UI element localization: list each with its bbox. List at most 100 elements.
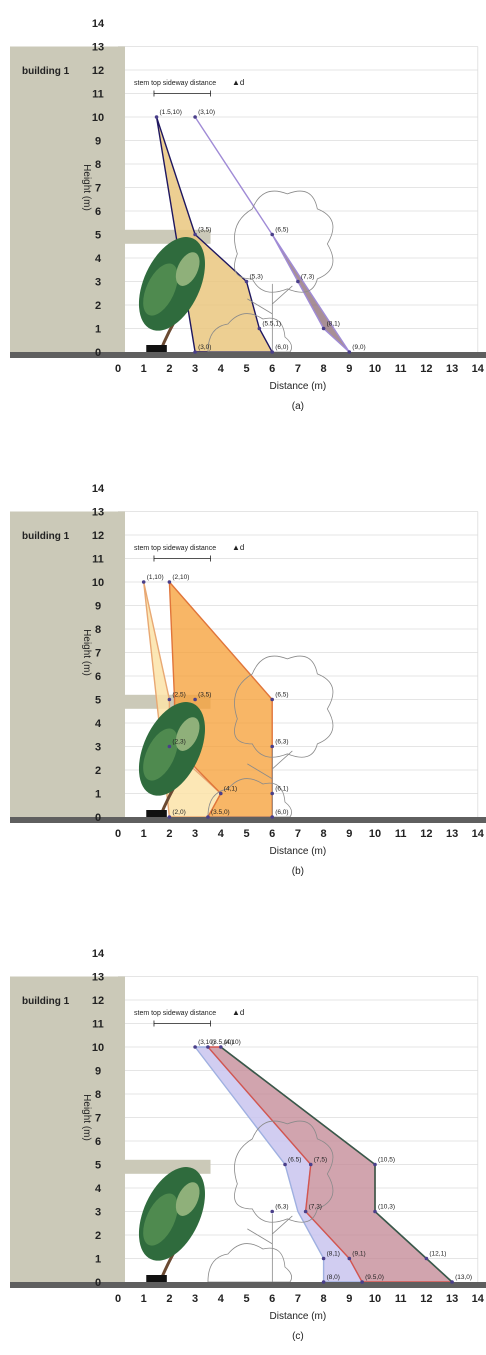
shrub-outline [207,313,292,353]
point-label: (7,3) [309,1204,322,1211]
x-tick-label: 9 [346,363,352,375]
y-tick-label: 13 [92,972,104,984]
point-label: (1,10) [147,574,164,581]
y-tick-label: 5 [95,230,101,242]
point-label: (10,3) [378,1204,395,1211]
y-tick-label: 6 [95,1136,101,1148]
shrub-outline [207,1243,292,1283]
x-tick-label: 14 [472,828,485,840]
x-tick-label: 7 [295,1293,301,1305]
data-point [167,815,172,819]
x-tick-label: 13 [446,828,458,840]
data-point [321,1280,326,1284]
point-label: (13,0) [455,1274,472,1281]
x-tick-label: 9 [346,1293,352,1305]
point-label: (2,5) [172,692,185,699]
point-label: (7,5) [314,1157,327,1164]
point-label: (3,10) [198,1039,215,1046]
x-tick-label: 14 [472,1293,485,1305]
y-tick-label: 3 [95,277,101,289]
y-tick-label: 10 [92,577,104,589]
y-tick-label: 10 [92,1042,104,1054]
delta-label: ▲d [232,543,244,552]
x-tick-label: 4 [218,363,225,375]
point-label: (3,5) [198,227,211,234]
data-point [270,232,275,237]
x-tick-label: 4 [218,1293,225,1305]
x-tick-label: 8 [321,363,327,375]
delta-label: ▲d [232,78,244,87]
y-tick-label: 7 [95,1113,101,1125]
x-tick-label: 5 [243,363,249,375]
x-tick-label: 5 [243,1293,249,1305]
x-tick-label: 7 [295,828,301,840]
data-point [141,580,146,584]
y-tick-label: 14 [92,948,105,960]
x-tick-label: 8 [321,828,327,840]
point-label: (6,5) [275,692,288,699]
point-label: (3,5) [198,692,211,699]
ground-bar [10,1282,486,1288]
x-tick-label: 13 [446,1293,458,1305]
building-label: building 1 [22,996,70,1007]
y-tick-label: 2 [95,765,101,777]
point-label: (7,3) [301,274,314,281]
x-tick-label: 12 [420,828,432,840]
data-point [257,326,262,331]
y-tick-label: 12 [92,65,104,77]
x-tick-label: 10 [369,828,381,840]
y-tick-label: 8 [95,159,101,171]
point-label: (4,1) [224,786,237,793]
data-point [193,1045,197,1049]
data-point [296,279,300,284]
data-point [270,791,275,796]
x-axis-label: Distance (m) [270,846,327,857]
x-tick-label: 12 [420,1293,432,1305]
y-tick-label: 8 [95,1089,101,1101]
data-point [347,1256,352,1261]
panel-label: (a) [292,401,304,412]
x-tick-label: 12 [420,363,432,375]
stem-base-block [146,345,167,352]
data-point [193,697,197,702]
y-tick-label: 1 [95,789,101,801]
point-label: (2,0) [172,809,185,816]
y-tick-label: 6 [95,206,101,218]
x-tick-label: 0 [115,828,121,840]
x-tick-label: 2 [166,363,172,375]
x-axis-label: Distance (m) [270,1311,327,1322]
x-tick-label: 11 [395,363,407,375]
data-point [303,1209,308,1214]
shrub-outline [207,778,292,818]
y-axis-label: Height (m) [81,629,92,676]
point-label: (1.5,10) [160,109,182,116]
y-axis-label: Height (m) [81,1094,92,1141]
point-label: (3.5,0) [211,809,230,816]
point-label: (6,5) [275,227,288,234]
point-label: (5.5,1) [262,321,281,328]
panel-label: (c) [292,1331,304,1342]
x-tick-label: 3 [192,828,198,840]
y-tick-label: 2 [95,1230,101,1242]
x-tick-label: 3 [192,363,198,375]
x-tick-label: 0 [115,363,121,375]
y-tick-label: 3 [95,1207,101,1219]
data-point [219,1045,223,1049]
data-point [424,1256,429,1261]
delta-label: ▲d [232,1008,244,1017]
ground-bar [10,352,486,358]
point-label: (3,0) [198,344,211,351]
x-tick-label: 11 [395,828,407,840]
y-tick-label: 4 [95,253,102,265]
y-tick-label: 5 [95,1160,101,1172]
stem-label: stem top sideway distance [134,80,216,87]
tree-crown-highlight [143,728,178,781]
data-point [450,1280,454,1284]
tree-crown-highlight [143,263,178,316]
y-tick-label: 0 [95,347,101,359]
point-label: (5,3) [250,274,263,281]
